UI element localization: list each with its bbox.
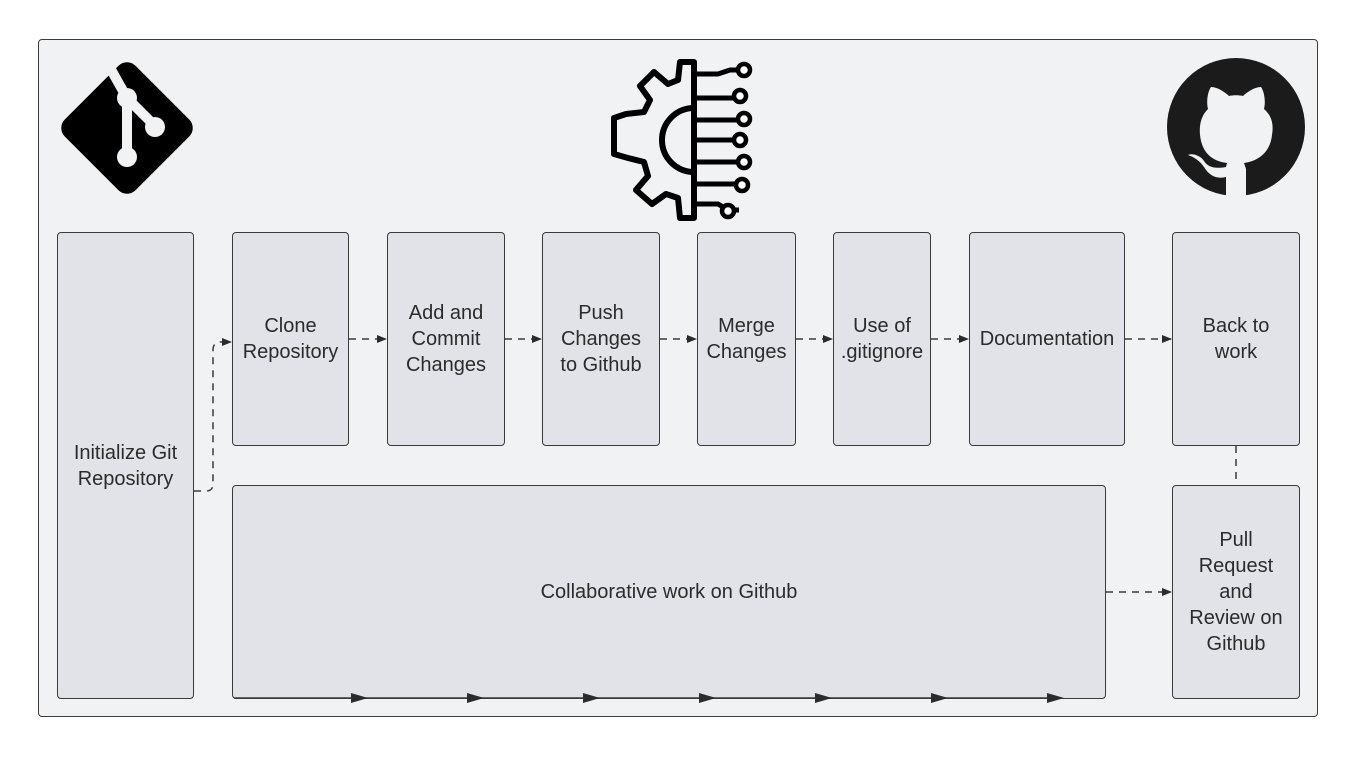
step-clone-repository: Clone Repository <box>232 232 349 446</box>
gear-circuit-icon <box>611 59 753 221</box>
git-logo-icon <box>61 62 193 194</box>
step-initialize-git-repository: Initialize Git Repository <box>57 232 194 699</box>
step-merge-changes: Merge Changes <box>697 232 796 446</box>
step-collaborative-work-on-github: Collaborative work on Github <box>232 485 1106 699</box>
step-use-of-gitignore: Use of .gitignore <box>833 232 931 446</box>
step-push-changes-to-github: Push Changes to Github <box>542 232 660 446</box>
github-octocat-icon <box>1167 58 1305 196</box>
step-pull-request-and-review: Pull Request and Review on Github <box>1172 485 1300 699</box>
step-back-to-work: Back to work <box>1172 232 1300 446</box>
step-add-and-commit-changes: Add and Commit Changes <box>387 232 505 446</box>
step-documentation: Documentation <box>969 232 1125 446</box>
